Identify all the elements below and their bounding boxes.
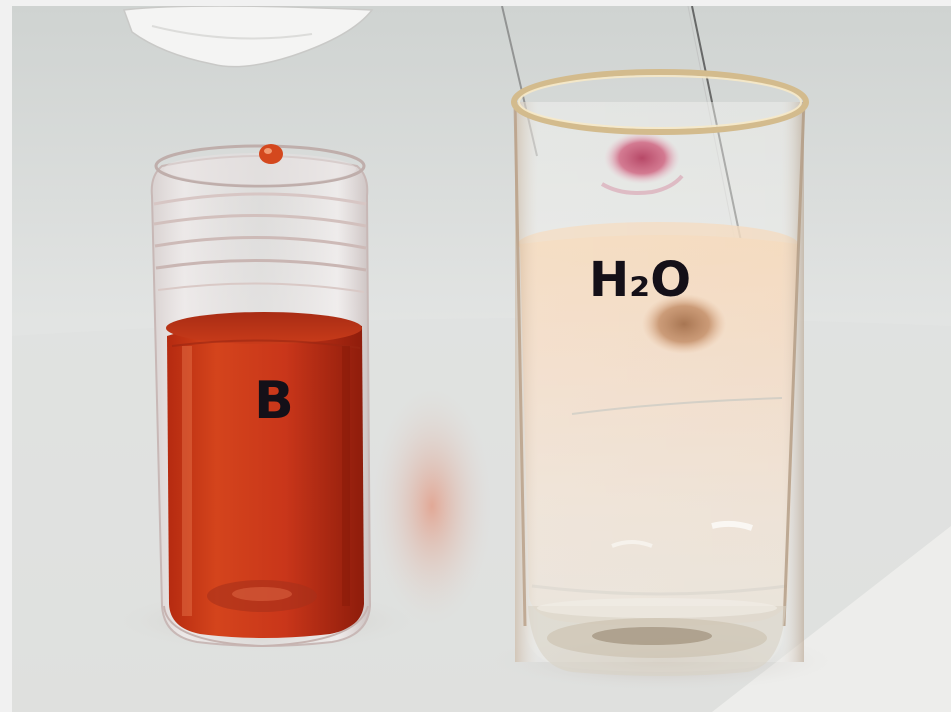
photo-scene: B (12, 6, 951, 712)
white-cloth (122, 6, 374, 68)
water-glass: H₂O (511, 69, 809, 676)
lab-photo: B (12, 6, 951, 712)
red-vial: B (150, 144, 372, 648)
vial-label: B (254, 371, 294, 431)
glass-label: H₂O (589, 252, 691, 308)
